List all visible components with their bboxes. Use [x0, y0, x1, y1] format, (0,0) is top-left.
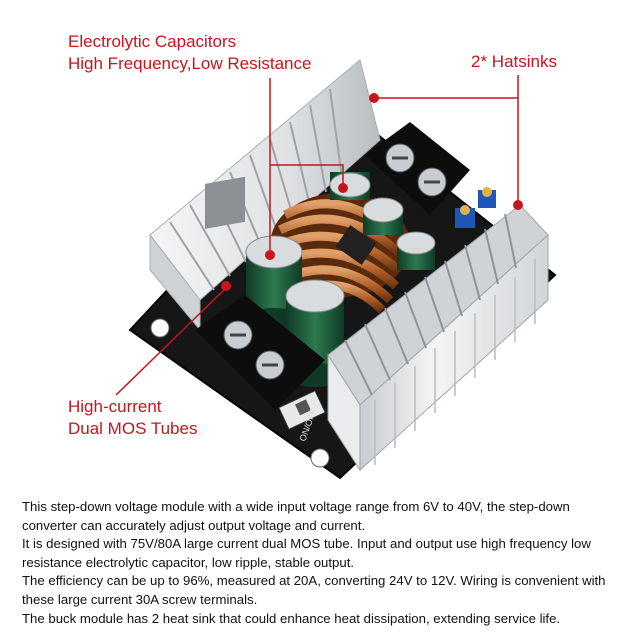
potentiometer	[455, 205, 475, 228]
callout-dot	[221, 281, 231, 291]
capacitor	[362, 197, 404, 235]
callout-mos-line1: High-current	[68, 397, 162, 416]
callout-mos-tubes: High-current Dual MOS Tubes	[68, 396, 197, 440]
callout-dot	[369, 93, 379, 103]
callout-leader-heatsinks	[374, 75, 519, 203]
screw-terminal-output	[195, 295, 325, 410]
heatsink-left	[149, 59, 381, 332]
description-paragraph: This step-down voltage module with a wid…	[22, 499, 570, 533]
mount-hole	[150, 318, 170, 338]
heatsink-right	[327, 204, 549, 472]
callout-heatsinks: 2* Hatsinks	[471, 51, 557, 73]
callout-capacitors-line2: High Frequency,Low Resistance	[68, 54, 312, 73]
callout-capacitors-line1: Electrolytic Capacitors	[68, 32, 237, 51]
mount-hole	[310, 448, 330, 468]
capacitor	[329, 172, 371, 200]
callout-capacitors: Electrolytic Capacitors High Frequency,L…	[68, 31, 311, 75]
screw-terminal-input	[365, 122, 470, 215]
description-paragraph: The efficiency can be up to 96%, measure…	[22, 573, 606, 607]
callout-dot	[338, 183, 348, 193]
potentiometer	[478, 187, 496, 208]
callout-leader-mos	[115, 287, 227, 396]
callout-heatsinks-label: 2* Hatsinks	[471, 52, 557, 71]
capacitor	[396, 231, 436, 270]
callout-dot	[513, 200, 523, 210]
product-photo: ON/OFF	[115, 59, 557, 480]
description-paragraph: It is designed with 75V/80A large curren…	[22, 536, 591, 570]
callout-mos-line2: Dual MOS Tubes	[68, 419, 198, 438]
product-description: This step-down voltage module with a wid…	[22, 498, 626, 628]
callout-leader-capacitors	[269, 78, 344, 250]
description-paragraph: The buck module has 2 heat sink that cou…	[22, 610, 561, 626]
callout-dot	[265, 250, 275, 260]
